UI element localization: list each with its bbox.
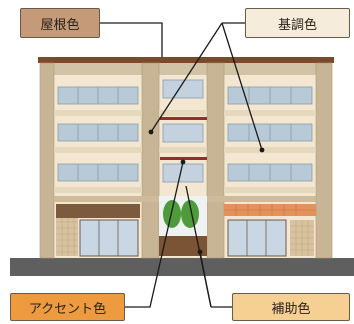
leader-lines <box>100 22 263 308</box>
window-mullions-right <box>248 87 292 181</box>
upper-band <box>40 63 332 75</box>
roof <box>38 57 334 63</box>
planter <box>159 236 207 256</box>
roof-color-label: 屋根色 <box>20 8 100 38</box>
shop-mullions-left <box>98 220 119 256</box>
shop-header-pattern-right <box>224 204 316 216</box>
shop-mullions-right <box>246 220 267 256</box>
accent-stripes <box>160 117 207 160</box>
leader-accent <box>125 161 184 308</box>
base-color-label: 基調色 <box>245 8 350 38</box>
tile-pattern-right <box>290 220 314 256</box>
tree-icon <box>163 200 199 228</box>
leader-base-3 <box>221 22 263 151</box>
leader-sub-3 <box>199 251 212 308</box>
leader-roof <box>100 22 163 57</box>
floor-slabs <box>54 110 316 193</box>
shop-glass-left <box>79 219 139 257</box>
sub-color-label: 補助色 <box>232 293 350 321</box>
pillars <box>39 62 333 259</box>
shop-glass-right <box>227 219 287 257</box>
shop-header-left <box>56 204 140 218</box>
windows-center <box>162 79 204 183</box>
window-mullions-left <box>77 87 119 181</box>
accent-color-label: アクセント色 <box>10 293 125 321</box>
ground <box>10 258 354 276</box>
leader-base-2 <box>150 22 223 133</box>
leader-dots <box>148 129 265 255</box>
